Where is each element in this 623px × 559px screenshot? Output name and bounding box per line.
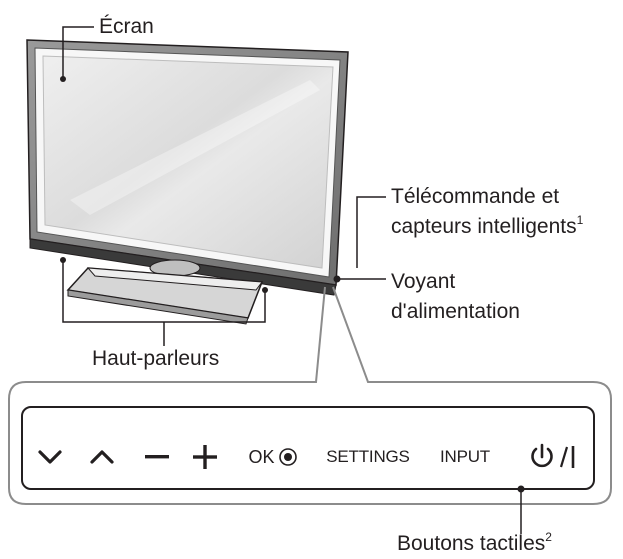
touch-panel-callout — [8, 286, 612, 505]
input-label: INPUT — [439, 447, 490, 466]
chevron-down-icon — [38, 450, 62, 464]
touch-buttons-label: Boutons tactiles2 — [397, 530, 552, 555]
tv-screen — [42, 55, 334, 269]
channel-down-button[interactable] — [32, 440, 68, 474]
settings-label: SETTINGS — [326, 447, 410, 466]
power-icon — [531, 443, 575, 468]
input-button[interactable]: INPUT — [434, 440, 496, 474]
remote-sensors-label-line1: Télécommande et — [391, 185, 560, 208]
chevron-up-icon — [90, 450, 114, 464]
volume-up-button[interactable] — [188, 440, 222, 474]
power-button[interactable] — [528, 440, 578, 474]
channel-up-button[interactable] — [84, 440, 120, 474]
ok-label: OK — [248, 446, 275, 467]
minus-icon — [145, 455, 169, 459]
touch-button-panel — [21, 406, 595, 490]
speakers-label: Haut-parleurs — [92, 347, 220, 370]
footnote-2: 2 — [545, 530, 552, 544]
power-indicator-label-line2: d'alimentation — [391, 300, 520, 323]
tv-stand — [66, 259, 264, 325]
volume-down-button[interactable] — [141, 440, 173, 474]
power-indicator-label-line1: Voyant — [391, 270, 456, 293]
ok-button[interactable]: OK — [240, 440, 306, 474]
settings-button[interactable]: SETTINGS — [326, 440, 410, 474]
plus-icon — [193, 445, 217, 469]
screen-label: Écran — [99, 15, 154, 38]
footnote-1: 1 — [576, 213, 584, 227]
radio-dot-icon — [278, 448, 297, 466]
remote-sensors-label-line2: capteurs intelligents1 — [391, 213, 584, 238]
